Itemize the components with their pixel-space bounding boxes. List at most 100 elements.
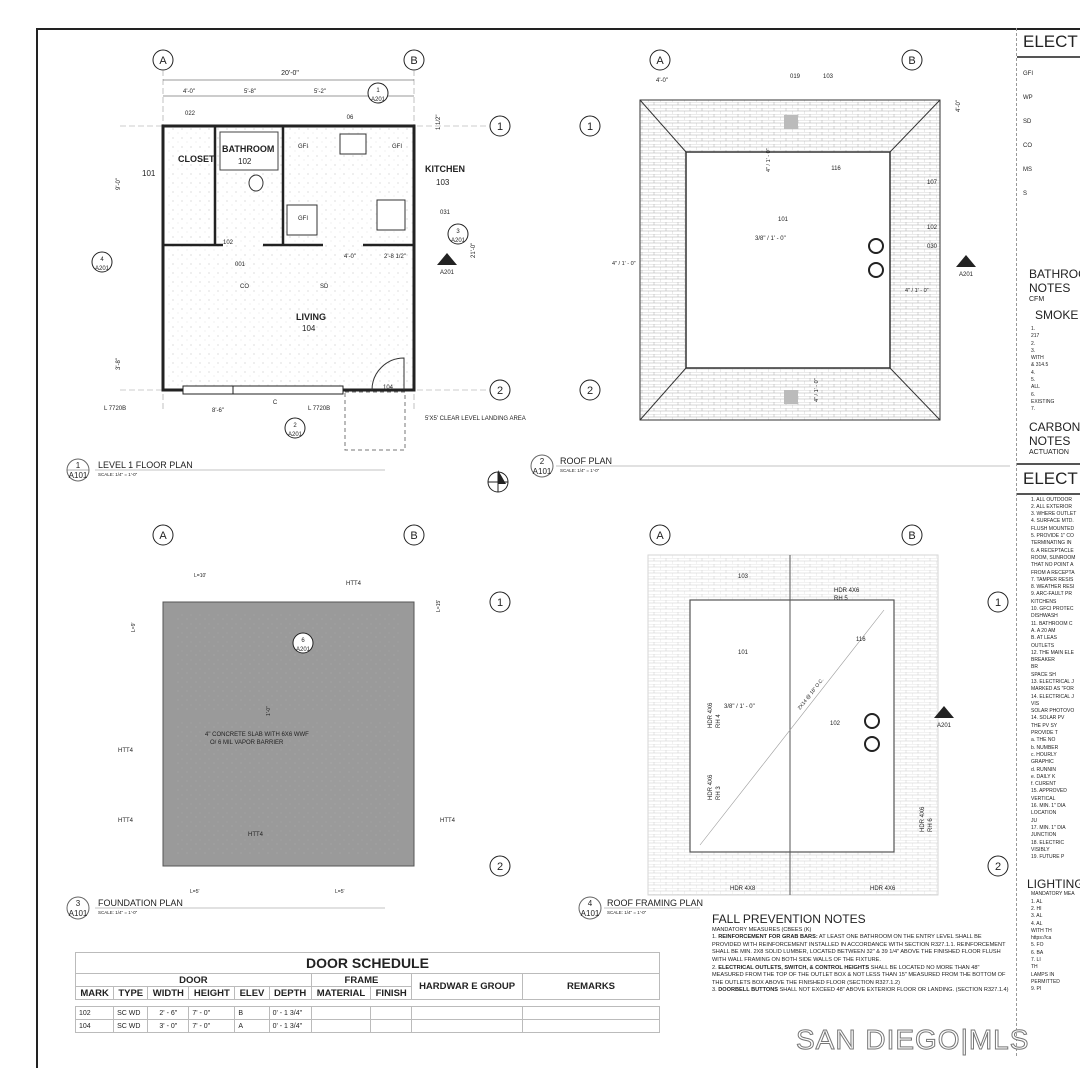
- note-line: PERMITTED: [1031, 978, 1060, 985]
- grid-bubble-1: 1: [579, 115, 601, 137]
- note-line: WITH: [1031, 355, 1044, 362]
- title-roof-framing-plan: 4 A101 ROOF FRAMING PLAN SCALE: 1/4" = 1…: [578, 896, 703, 920]
- note-line: 217: [1031, 333, 1040, 340]
- note-line: 3. AL: [1031, 913, 1043, 920]
- svg-text:031: 031: [440, 210, 451, 216]
- col-height: HEIGHT: [188, 986, 236, 1000]
- col-elev: ELEV: [234, 986, 270, 1000]
- svg-text:CO: CO: [240, 284, 249, 290]
- svg-text:SCALE: 1/4" = 1'-0": SCALE: 1/4" = 1'-0": [98, 472, 138, 477]
- note-line: c. HOURLY: [1031, 751, 1057, 758]
- svg-text:4'-0": 4'-0": [656, 78, 668, 84]
- svg-text:102: 102: [927, 225, 938, 231]
- svg-text:B: B: [410, 530, 417, 542]
- grid-bubble-1: 1: [987, 591, 1009, 613]
- note-line: 7.: [1031, 406, 1036, 413]
- svg-text:104: 104: [383, 385, 394, 391]
- svg-text:A201: A201: [371, 97, 386, 103]
- svg-text:103: 103: [738, 574, 749, 580]
- slab-note: 4" CONCRETE SLAB WITH 6X6 WWF: [205, 732, 309, 738]
- svg-text:A201: A201: [451, 238, 466, 244]
- grid-bubble-a: A: [152, 524, 174, 546]
- svg-text:8'-6": 8'-6": [212, 408, 224, 414]
- svg-text:9'-0": 9'-0": [116, 178, 122, 190]
- svg-text:A101: A101: [533, 467, 552, 476]
- svg-text:HDR 4X6: HDR 4X6: [708, 702, 714, 728]
- note-line: VIS: [1031, 700, 1040, 707]
- note-line: THAT NO POINT A: [1031, 562, 1074, 569]
- svg-text:B: B: [410, 55, 417, 67]
- note-line: 2. ALL EXTERIOR: [1031, 503, 1072, 510]
- note-line: 5.: [1031, 377, 1036, 384]
- grid-bubble-2: 2: [579, 379, 601, 401]
- roof-framing-plan: A B 1 2 HDR 4X6 RH 5 HDR 4X6 RH 4 HDR 4X…: [647, 524, 1009, 896]
- title-roof-plan: 2 A101 ROOF PLAN SCALE: 1/4" = 1'-0": [530, 454, 1010, 478]
- svg-text:001: 001: [235, 262, 246, 268]
- svg-text:5'-2": 5'-2": [314, 89, 326, 95]
- svg-text:1 1/2": 1 1/2": [436, 115, 442, 130]
- svg-text:4" / 1' - 0": 4" / 1' - 0": [766, 148, 772, 172]
- note-item: 3. DOORBELL BUTTONS SHALL NOT EXCEED 48"…: [712, 987, 1009, 994]
- svg-text:RH 6: RH 6: [928, 818, 934, 832]
- grid-bubble-b: B: [403, 524, 425, 546]
- note-line: 12. THE MAIN ELE: [1031, 649, 1074, 656]
- col-width: WIDTH: [147, 986, 190, 1000]
- svg-text:A101: A101: [581, 909, 600, 918]
- note-line: 10. GFCI PROTEC: [1031, 606, 1074, 613]
- note-line: 18. ELECTRIC: [1031, 839, 1065, 846]
- svg-text:RH 5: RH 5: [834, 596, 848, 602]
- col-finish: FINISH: [370, 986, 413, 1000]
- note-line: 2. HI: [1031, 906, 1042, 912]
- svg-text:1: 1: [995, 597, 1001, 609]
- svg-text:06: 06: [347, 115, 354, 121]
- svg-text:FOUNDATION PLAN: FOUNDATION PLAN: [98, 898, 183, 908]
- grid-bubble-2: 2: [489, 855, 511, 877]
- note-line: 4. SURFACE MTD.: [1031, 518, 1074, 525]
- svg-text:A101: A101: [69, 471, 88, 480]
- level-1-floor-plan: A B 1 2 CLOSET 101 BATHROOM 102 KITCHEN …: [91, 49, 526, 451]
- svg-text:2: 2: [293, 423, 297, 429]
- svg-text:ROOF FRAMING PLAN: ROOF FRAMING PLAN: [607, 898, 703, 908]
- svg-text:5'-8": 5'-8": [244, 89, 256, 95]
- note-line: 9. ARC-FAULT PR: [1031, 591, 1072, 598]
- note-line: A. A 20 AM: [1031, 627, 1056, 634]
- landing-area: [344, 391, 406, 451]
- note-line: 6.: [1031, 391, 1036, 398]
- note-line: ALL: [1031, 384, 1040, 391]
- note-line: MANDATORY MEA: [1031, 891, 1075, 898]
- note-line: KITCHENS: [1031, 598, 1057, 605]
- svg-text:SCALE: 1/4" = 1'-0": SCALE: 1/4" = 1'-0": [560, 468, 600, 473]
- svg-text:A: A: [159, 530, 167, 542]
- svg-text:1'-0": 1'-0": [266, 706, 272, 716]
- grid-bubble-1: 1: [489, 591, 511, 613]
- note-line: WITH TH: [1031, 927, 1052, 934]
- note-line: 8. WEATHER RESI: [1031, 584, 1075, 591]
- svg-text:4" / 1' - 0": 4" / 1' - 0": [612, 261, 636, 267]
- legend-symbol: MS: [1023, 167, 1032, 173]
- legend-symbol: WP: [1023, 95, 1033, 101]
- note-line: LOCATION: [1031, 810, 1057, 817]
- note-line: 5. FO: [1031, 942, 1044, 949]
- fall-prevention-notes: FALL PREVENTION NOTES MANDATORY MEASURES…: [712, 913, 1012, 995]
- svg-text:GFI: GFI: [392, 144, 402, 150]
- note-line: 1.: [1031, 326, 1036, 332]
- svg-text:O/ 6 MIL VAPOR BARRIER: O/ 6 MIL VAPOR BARRIER: [210, 740, 284, 746]
- col-material: MATERIAL: [310, 986, 372, 1000]
- note-line: 15. APPROVED: [1031, 788, 1067, 795]
- cfm-label: CFM: [1029, 296, 1045, 303]
- svg-text:A201: A201: [440, 270, 455, 276]
- title-level-1-floor-plan: 1 A101 LEVEL 1 FLOOR PLAN SCALE: 1/4" = …: [66, 458, 385, 482]
- note-line: OUTLETS: [1031, 642, 1055, 649]
- note-line: 14. ELECTRICAL J: [1031, 693, 1074, 700]
- svg-text:101: 101: [738, 650, 749, 656]
- svg-text:3/8" / 1' - 0": 3/8" / 1' - 0": [724, 704, 755, 710]
- svg-text:SCALE: 1/4" = 1'-0": SCALE: 1/4" = 1'-0": [607, 910, 647, 915]
- svg-text:102: 102: [223, 240, 234, 246]
- svg-text:6: 6: [301, 638, 305, 644]
